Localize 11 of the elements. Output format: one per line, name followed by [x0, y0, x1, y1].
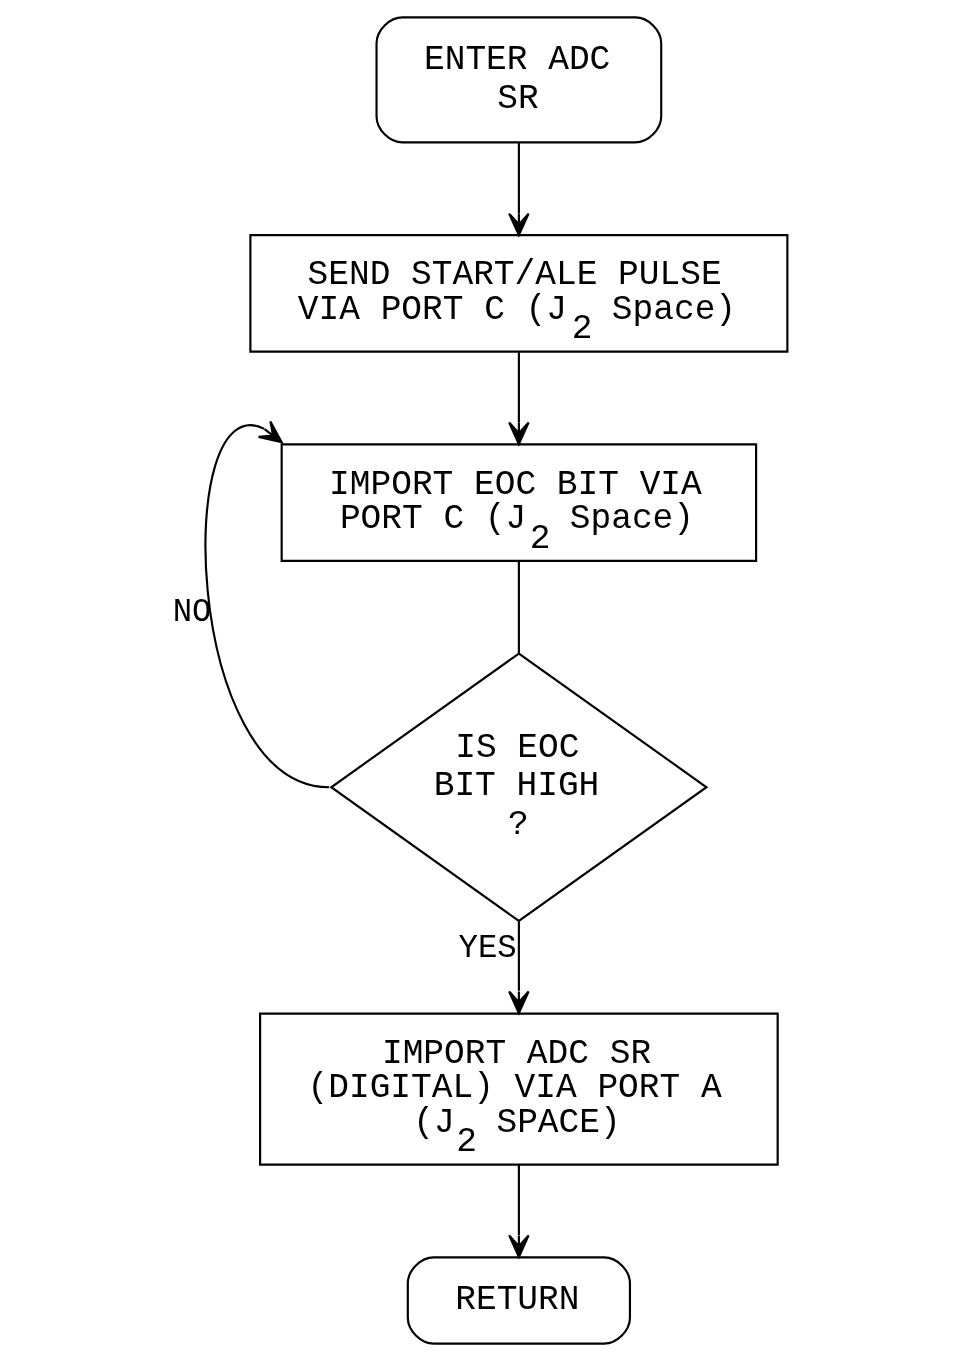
- node-box: ENTER ADC SR: [375, 16, 663, 144]
- node-box: RETURN: [406, 1256, 632, 1345]
- edge-label: YES: [458, 929, 517, 967]
- arrow: [508, 1164, 530, 1259]
- edge-label: NO: [172, 594, 212, 632]
- arrow: [508, 142, 530, 237]
- node-diamond: IS EOC BIT HIGH ?: [329, 652, 709, 923]
- arrow: [508, 921, 530, 1015]
- arrow: [508, 352, 530, 446]
- connector: [517, 561, 520, 654]
- arrow: [204, 420, 330, 789]
